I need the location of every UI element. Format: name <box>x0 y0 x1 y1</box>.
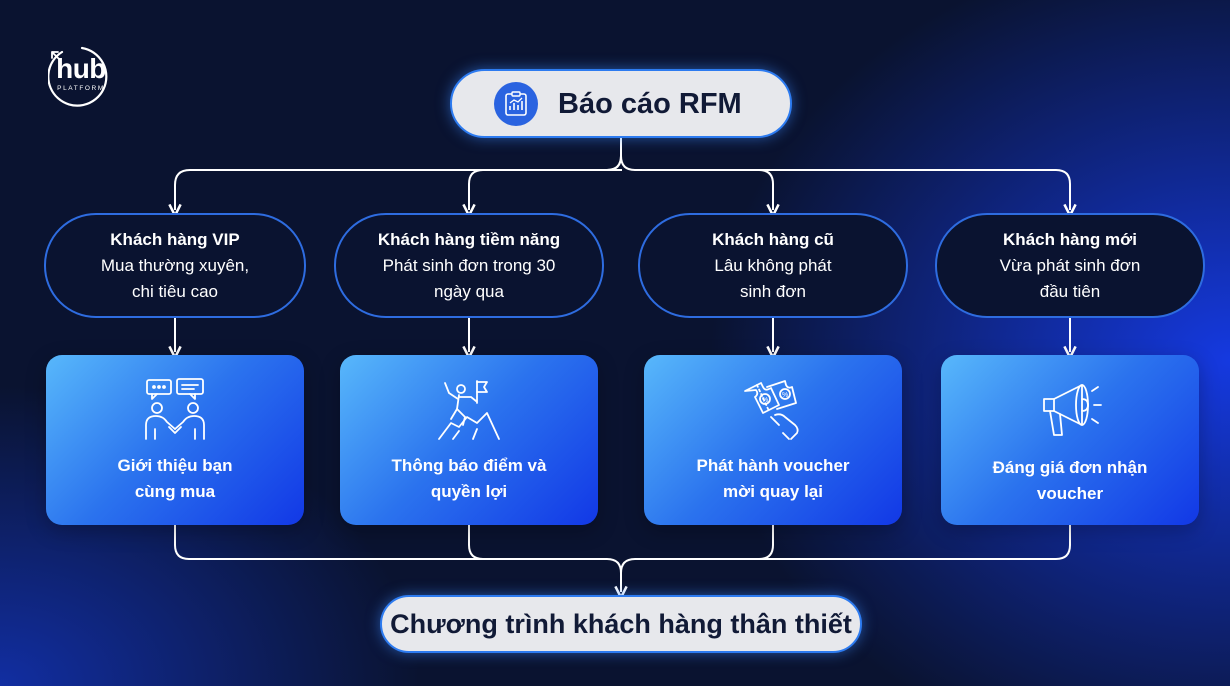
segment-desc: Lâu không phát sinh đơn <box>714 255 832 301</box>
megaphone-icon <box>1043 384 1102 436</box>
action-referral: Giới thiệu bạn cùng mua <box>46 355 304 525</box>
segment-name: Khách hàng tiềm năng <box>377 229 561 249</box>
action-voucher-return: % % Phát hành voucher mời quay lại <box>644 355 902 525</box>
segment-old: Khách hàng cũ Lâu không phát sinh đơn <box>638 213 908 318</box>
action-notify-points: Thông báo điểm và quyền lợi <box>340 355 598 525</box>
segment-new: Khách hàng mới Vừa phát sinh đơn đầu tiê… <box>935 213 1205 318</box>
segment-desc: Phát sinh đơn trong 30 ngày qua <box>382 255 556 301</box>
segment-name: Khách hàng mới <box>1003 229 1137 249</box>
connector-bottom-left <box>174 525 621 592</box>
segment-desc: Vừa phát sinh đơn đầu tiên <box>999 255 1141 301</box>
connector-bottom-midleft <box>468 525 484 560</box>
rfm-report-node: Báo cáo RFM <box>450 69 792 138</box>
action-review-voucher: Đáng giá đơn nhận voucher <box>941 355 1199 525</box>
connector-top-left <box>175 155 622 210</box>
svg-text:%: % <box>782 392 788 399</box>
svg-text:%: % <box>762 397 768 404</box>
connector-bottom-midright <box>758 525 774 560</box>
logo-subtitle: PLATFORM <box>57 85 105 92</box>
loyalty-program-title: Chương trình khách hàng thân thiết <box>390 608 852 639</box>
loyalty-program-node: Chương trình khách hàng thân thiết <box>380 595 862 653</box>
action-label: Phát hành voucher mời quay lại <box>696 456 850 501</box>
segment-potential: Khách hàng tiềm năng Phát sinh đơn trong… <box>334 213 604 318</box>
segment-desc: Mua thường xuyên, chi tiêu cao <box>100 255 250 301</box>
handshake-chat-icon <box>145 378 205 440</box>
report-chart-icon <box>494 82 538 126</box>
rfm-report-title: Báo cáo RFM <box>558 88 742 120</box>
voucher-hand-icon: % % <box>744 380 799 440</box>
connector-bottom-right <box>620 525 1071 574</box>
segment-vip: Khách hàng VIP Mua thường xuyên, chi tiê… <box>44 213 306 318</box>
segment-name: Khách hàng VIP <box>110 229 240 249</box>
logo-wordmark: hub <box>56 53 106 84</box>
segment-name: Khách hàng cũ <box>712 229 834 249</box>
action-label: Đáng giá đơn nhận voucher <box>992 458 1148 503</box>
connector-top-midright <box>758 169 773 210</box>
logo-ring-icon <box>48 46 108 107</box>
climber-flag-icon <box>438 380 500 440</box>
hub-logo: hub PLATFORM <box>48 44 114 112</box>
connector-top-right <box>620 155 1070 210</box>
connector-top-midleft <box>469 169 484 210</box>
action-label: Giới thiệu bạn cùng mua <box>117 456 233 501</box>
action-label: Thông báo điểm và quyền lợi <box>391 456 547 501</box>
